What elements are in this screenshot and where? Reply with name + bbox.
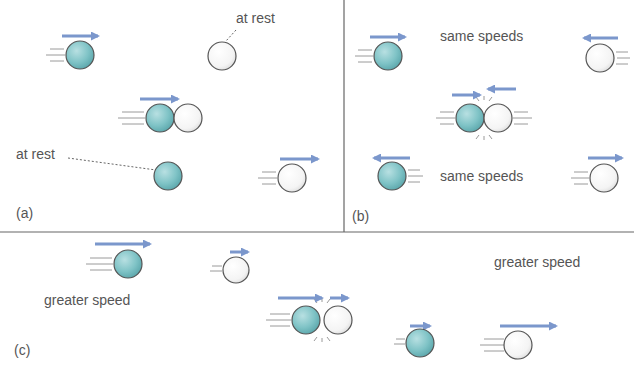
motion-lines xyxy=(616,52,630,64)
white-ball xyxy=(586,44,614,72)
motion-lines xyxy=(513,112,532,124)
velocity-arrow xyxy=(452,94,480,97)
velocity-arrow xyxy=(278,297,322,300)
motion-lines xyxy=(266,314,291,326)
white-ball xyxy=(504,331,532,359)
motion-lines xyxy=(86,258,113,270)
state-label: greater speed xyxy=(44,292,130,309)
motion-lines xyxy=(258,172,277,184)
state-label: same speeds xyxy=(440,168,523,185)
teal-ball xyxy=(114,250,142,278)
state-label: at rest xyxy=(16,146,55,163)
white-ball xyxy=(324,306,352,334)
leader-line xyxy=(226,30,236,41)
velocity-arrow xyxy=(280,158,318,161)
velocity-arrow xyxy=(410,325,430,328)
velocity-arrow xyxy=(488,88,516,91)
velocity-arrow xyxy=(588,157,622,160)
motion-lines xyxy=(394,339,405,344)
velocity-arrow xyxy=(140,98,178,101)
velocity-arrow xyxy=(370,36,405,39)
motion-lines xyxy=(436,112,455,124)
teal-ball xyxy=(66,41,94,69)
motion-lines xyxy=(355,50,373,62)
velocity-arrow xyxy=(230,251,248,254)
white-ball xyxy=(590,164,618,192)
teal-ball xyxy=(456,104,484,132)
velocity-arrow xyxy=(374,157,410,160)
motion-lines xyxy=(408,170,423,182)
teal-ball xyxy=(374,42,402,70)
motion-lines xyxy=(118,112,145,124)
panel-divider xyxy=(0,231,634,232)
state-label: same speeds xyxy=(440,28,523,45)
state-label: greater speed xyxy=(494,254,580,271)
velocity-arrow xyxy=(95,243,150,246)
white-ball xyxy=(278,164,306,192)
white-ball xyxy=(484,104,512,132)
teal-ball xyxy=(292,306,320,334)
motion-lines xyxy=(210,266,222,271)
motion-lines xyxy=(46,49,65,61)
teal-ball xyxy=(406,329,434,357)
leader-line xyxy=(68,158,156,170)
panel-letter: (c) xyxy=(14,342,30,359)
panel-letter: (b) xyxy=(352,208,369,225)
teal-ball xyxy=(378,162,406,190)
teal-ball xyxy=(154,162,182,190)
velocity-arrow xyxy=(500,325,556,328)
velocity-arrow xyxy=(62,35,98,38)
panel-letter: (a) xyxy=(16,205,33,222)
velocity-arrow xyxy=(330,297,348,300)
teal-ball xyxy=(146,104,174,132)
panel-divider xyxy=(343,0,344,232)
state-label: at rest xyxy=(236,10,275,27)
white-ball xyxy=(208,42,236,70)
white-ball xyxy=(223,257,249,283)
white-ball xyxy=(174,104,202,132)
velocity-arrow xyxy=(584,37,618,40)
motion-lines xyxy=(480,339,505,351)
motion-lines xyxy=(571,172,589,184)
